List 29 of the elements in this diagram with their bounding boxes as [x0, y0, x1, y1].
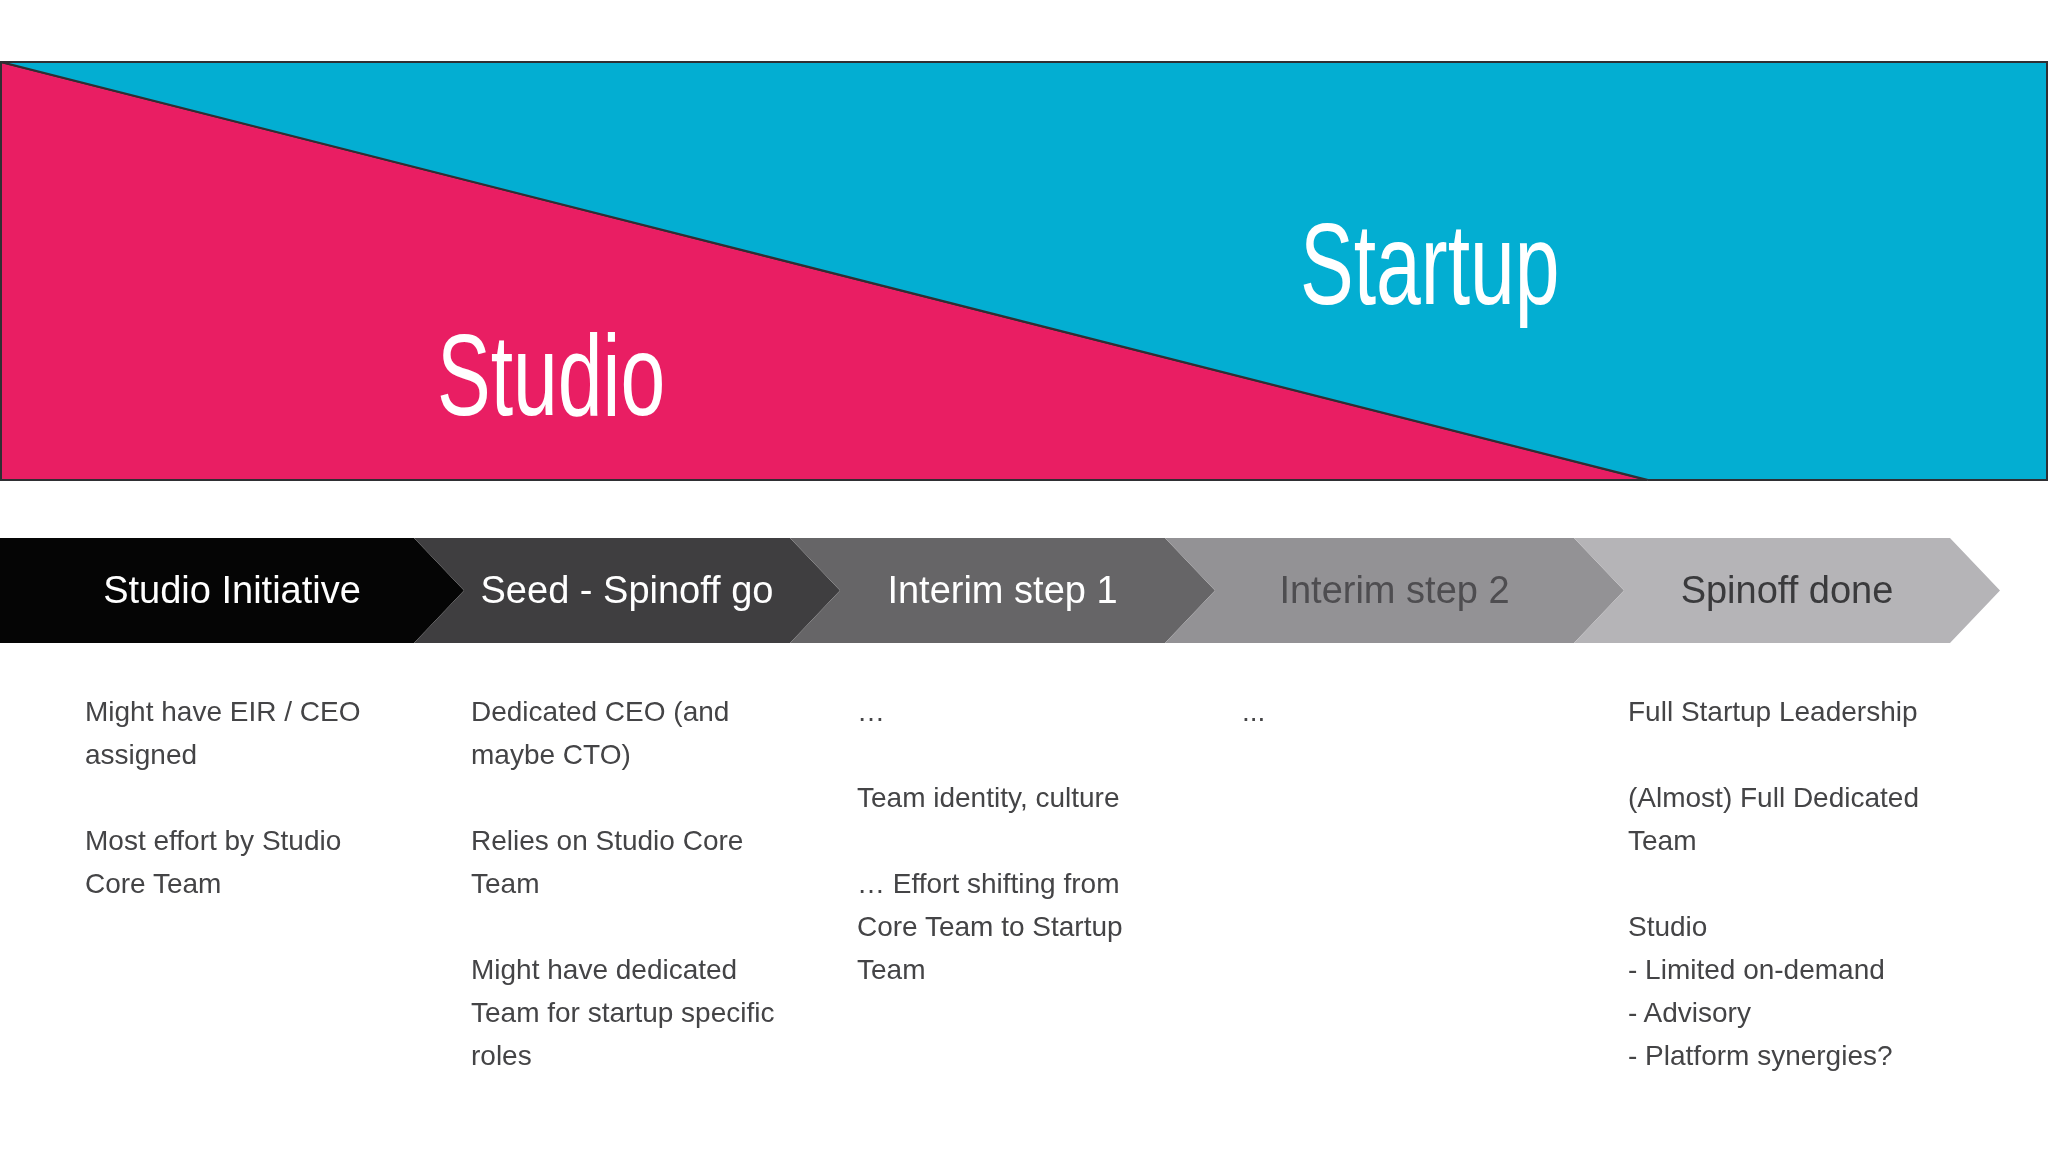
- area-label: Studio: [437, 310, 666, 441]
- chevron-step: [0, 538, 464, 643]
- step-note: Might have dedicated Team for startup specific roles: [471, 953, 776, 1073]
- step-label: Studio Initiative: [103, 567, 361, 613]
- step-note: Most effort by Studio Core Team: [85, 824, 343, 901]
- step-note: Full Startup Leadership: [1628, 695, 1919, 729]
- trapezoid-area: [0, 61, 2048, 481]
- chevron-step: [790, 538, 1215, 643]
- chevron-step: [1574, 538, 2000, 643]
- step-note: Relies on Studio Core Team: [471, 824, 745, 901]
- step-label: Seed - Spinoff go: [480, 567, 774, 613]
- step-note: - Advisory: [1628, 996, 1752, 1030]
- step-note: Might have EIR / CEO assigned: [85, 695, 362, 772]
- area-label: Startup: [1300, 199, 1560, 330]
- step-note: Dedicated CEO (and maybe CTO): [471, 695, 731, 772]
- step-note: Team identity, culture: [857, 781, 1121, 815]
- step-note: …: [857, 695, 886, 729]
- step-note: - Platform synergies?: [1628, 1039, 1894, 1073]
- step-label: Spinoff done: [1680, 567, 1894, 613]
- chevron-step: [1165, 538, 1624, 643]
- step-label: Interim step 1: [887, 567, 1118, 613]
- triangle-area: [0, 61, 1648, 481]
- step-note: … Effort shifting from Core Team to Startup Team: [857, 867, 1124, 987]
- chevron-step: [414, 538, 840, 643]
- step-note: Studio: [1628, 910, 1709, 944]
- step-note: ...: [1242, 695, 1267, 729]
- step-note: (Almost) Full Dedicated Team: [1628, 781, 1920, 858]
- step-note: - Limited on-demand: [1628, 953, 1886, 987]
- step-label: Interim step 2: [1279, 567, 1510, 613]
